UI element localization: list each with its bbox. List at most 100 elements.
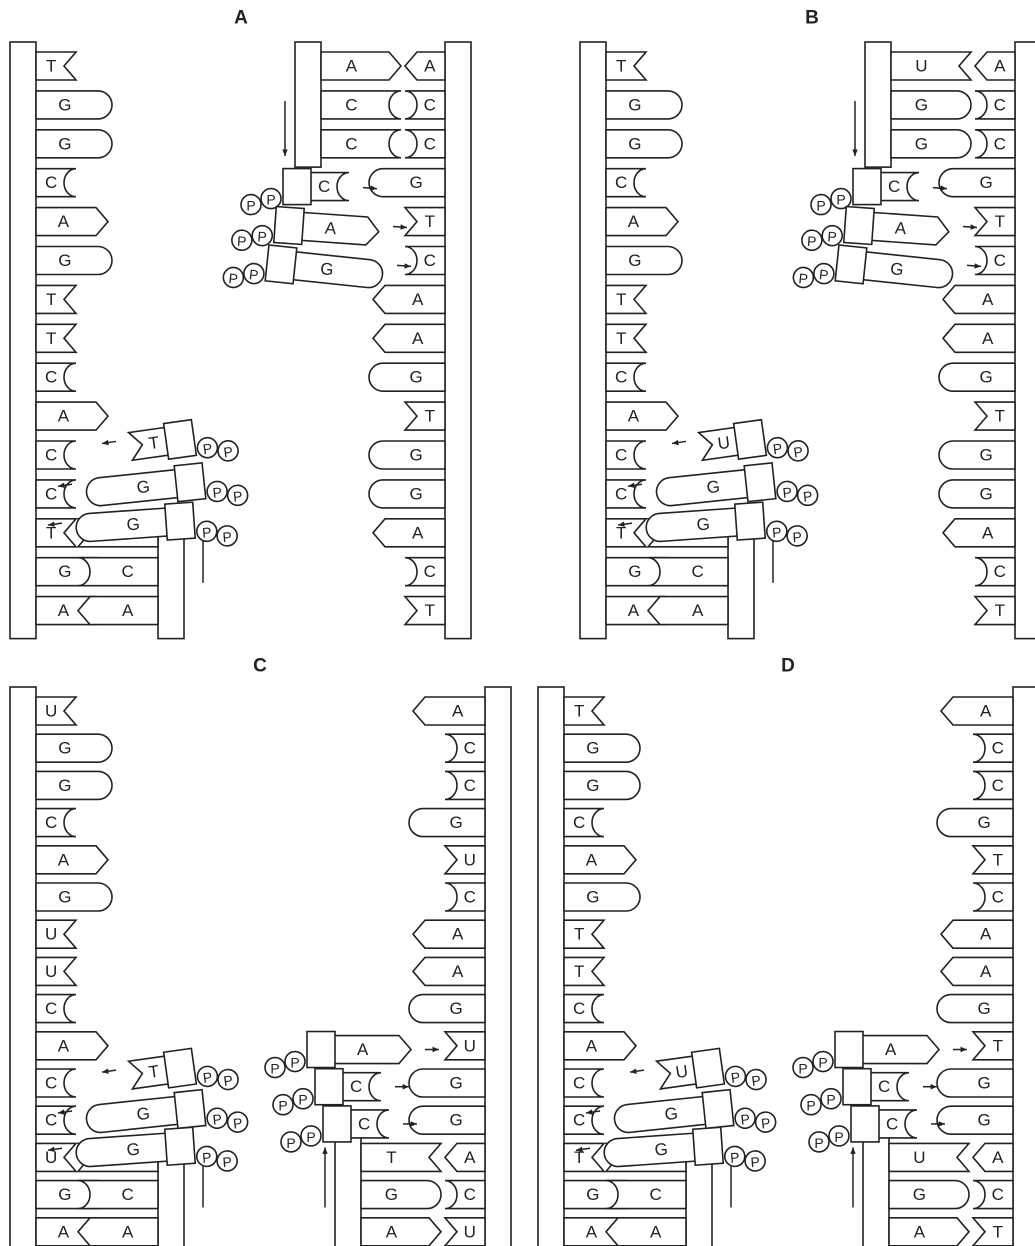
sugar-box	[850, 1105, 880, 1143]
panel-d: DTGGCAGTTCACCTGAACCGTCAAGTGGUCAUPPGPPGPP…	[537, 656, 1035, 1246]
left-template-base: A	[35, 844, 110, 875]
base-letter: A	[412, 523, 424, 542]
phosphate-icon: P	[766, 436, 789, 459]
base-letter: G	[980, 484, 993, 503]
upper-primer-base: G	[888, 1179, 970, 1210]
base-letter: U	[464, 850, 476, 869]
base-letter: T	[46, 290, 56, 309]
right-arrow-icon	[392, 224, 408, 230]
phosphate-icon: P	[217, 440, 239, 462]
right-template-base: C	[972, 1179, 1014, 1210]
right-template-base: G	[368, 479, 446, 509]
phosphate-icon: P	[796, 484, 819, 507]
upper-primer-base: T	[360, 1142, 443, 1173]
base-letter: T	[386, 1148, 396, 1167]
upper-primer-base: U	[890, 51, 973, 81]
left-template-base: U	[35, 956, 78, 987]
phosphate-icon: P	[724, 1065, 747, 1088]
incoming-base: G	[290, 250, 384, 289]
base-letter: A	[452, 702, 464, 721]
phosphate-label: P	[222, 529, 232, 546]
right-arrow-icon	[425, 1046, 439, 1053]
left-template-base: T	[35, 284, 78, 315]
phosphate-icon: P	[813, 262, 835, 285]
base-letter: U	[45, 1148, 57, 1167]
incoming-nucleotide: CPP	[810, 167, 920, 216]
phosphate-icon: P	[812, 1050, 834, 1073]
sugar-box	[842, 205, 876, 246]
right-template-base: G	[368, 440, 446, 470]
phosphate-icon: P	[264, 1056, 286, 1079]
right-template-base: C	[972, 882, 1014, 912]
left-template-base: C	[605, 362, 647, 393]
lower-primer-base: C	[647, 556, 729, 587]
base-letter: G	[58, 251, 71, 270]
sugar-box	[173, 1088, 207, 1130]
base-letter: C	[345, 134, 357, 153]
base-letter: T	[995, 407, 1005, 426]
base-letter: C	[992, 739, 1004, 758]
base-letter: G	[136, 1104, 151, 1124]
base-letter: C	[345, 95, 357, 114]
base-letter: G	[126, 514, 141, 534]
phosphate-label: P	[290, 1055, 299, 1071]
left-backbone	[537, 686, 565, 1246]
phosphate-label: P	[212, 1111, 223, 1128]
lower-primer-base: A	[76, 595, 159, 626]
base-letter: C	[45, 999, 57, 1018]
right-template-base: C	[974, 129, 1016, 159]
base-letter: G	[319, 259, 334, 279]
left-template-base: A	[563, 1031, 638, 1061]
phosphate-icon: P	[723, 1145, 746, 1168]
base-letter: C	[573, 1111, 585, 1130]
base-letter: G	[385, 1185, 398, 1204]
left-template-base: U	[35, 1142, 78, 1173]
base-letter: G	[450, 1074, 463, 1093]
base-letter: G	[450, 813, 463, 832]
left-template-base: G	[35, 770, 113, 801]
phosphate-label: P	[792, 443, 803, 460]
sugar-box	[162, 1047, 198, 1089]
left-template-base: T	[35, 323, 78, 354]
base-letter: A	[58, 850, 70, 869]
base-letter: G	[586, 888, 599, 907]
base-letter: A	[412, 290, 424, 309]
right-template-base: A	[939, 919, 1014, 950]
base-letter: A	[628, 212, 640, 231]
base-letter: G	[706, 477, 721, 497]
base-letter: C	[358, 1114, 370, 1133]
right-template-base: G	[408, 993, 486, 1024]
base-letter: G	[410, 173, 423, 192]
base-letter: G	[889, 259, 904, 279]
base-letter: T	[616, 329, 626, 348]
right-template-base: G	[368, 362, 446, 393]
incoming-base: C	[340, 1071, 382, 1102]
base-letter: T	[46, 523, 56, 542]
incoming-base: T	[126, 426, 171, 462]
left-template-base: G	[35, 245, 113, 276]
right-arrow-icon	[931, 1121, 945, 1127]
left-template-base: G	[35, 733, 113, 764]
base-letter: T	[993, 850, 1003, 869]
base-letter: T	[46, 329, 56, 348]
phosphate-icon: P	[243, 262, 265, 285]
base-letter: A	[982, 329, 994, 348]
left-template-base: C	[563, 1068, 605, 1098]
phosphate-label: P	[232, 488, 243, 505]
base-letter: C	[45, 1111, 57, 1130]
left-arrow-icon	[671, 439, 687, 446]
base-letter: C	[45, 368, 57, 387]
base-letter: G	[58, 134, 71, 153]
right-backbone	[444, 41, 472, 640]
base-letter: A	[357, 1040, 369, 1059]
upper-primer-base: C	[320, 90, 402, 120]
base-letter: C	[573, 813, 585, 832]
right-template-base: G	[938, 167, 1016, 198]
base-letter: G	[664, 1104, 679, 1124]
phosphate-label: P	[246, 198, 255, 214]
base-letter: T	[574, 1148, 584, 1167]
base-letter: G	[136, 477, 151, 497]
phosphate-label: P	[814, 1135, 823, 1151]
phosphate-icon: P	[216, 1150, 238, 1172]
